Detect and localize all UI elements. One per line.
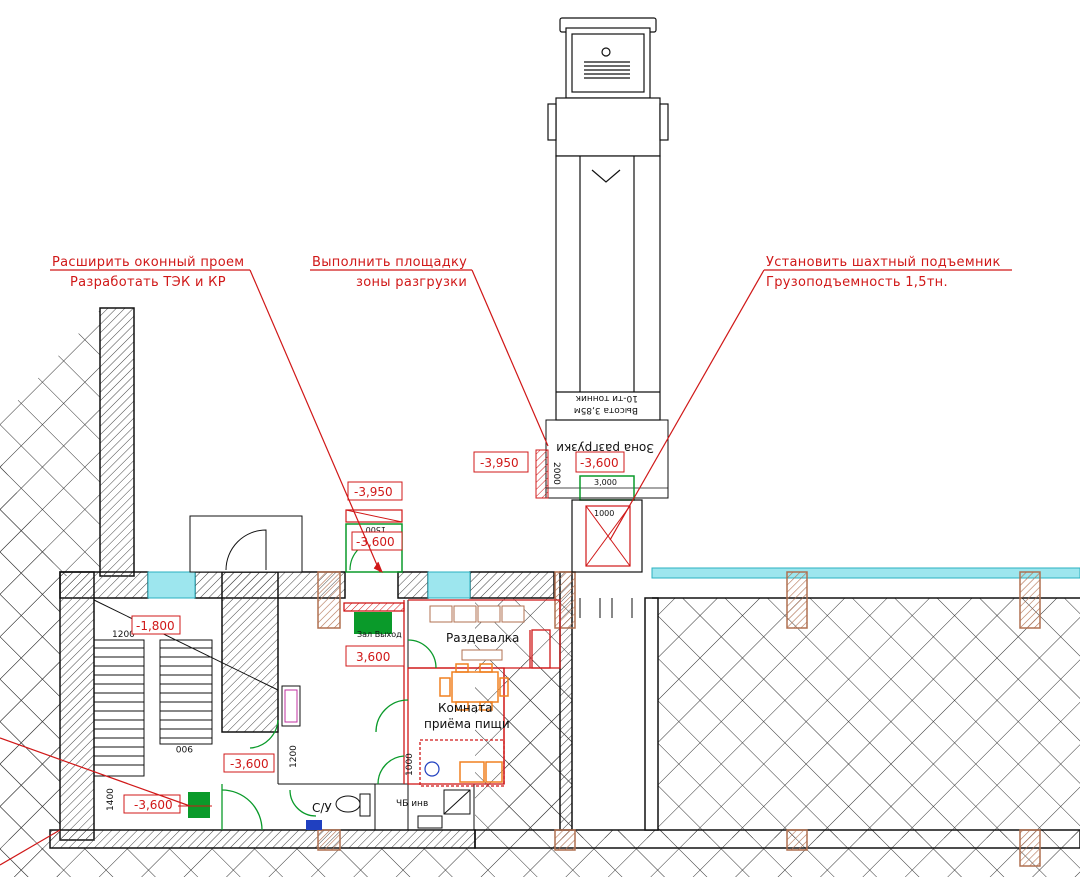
level-unload-zone: -3,600 [580,456,619,470]
stair-width-dim: 1200 [112,630,135,640]
columns [317,571,1041,867]
level-bottom-left-box [123,794,181,814]
level-corridor: 3,600 [356,650,390,664]
level-stair-box [131,615,181,635]
level-window-floor: -3,600 [356,535,395,549]
truck-label-1: 10-ти тонник [575,393,638,403]
sink-icon [424,761,440,777]
callout-leaders [0,269,1012,866]
unload-platform-edge [535,449,549,499]
vestibule [189,515,303,573]
level-unload-left-box [473,451,529,473]
corridor-dim: 1200 [289,745,299,768]
level-unload-left: -3,950 [480,456,519,470]
lift-size-dim: 1000 [594,509,614,518]
callout-window-line1: Расширить оконный проем [52,255,244,270]
room-cleaning: ЧБ инв [396,799,428,809]
lower-height-dim: 1400 [106,788,116,811]
chimney-wall [99,307,135,577]
staircase [93,599,279,777]
lift-shaft: 1000 [571,499,643,618]
new-partitions [343,599,561,787]
truck-label-2: Высота 3,85м [574,405,638,415]
exit-sign [354,612,392,634]
level-lower-left: -3,600 [230,757,269,771]
truck [547,17,669,421]
room-dining-2: приёма пищи [424,717,510,731]
level-unload-zone-box [575,451,625,473]
exterior-walls [49,571,1080,849]
window-width-dim: 1500 [366,525,386,534]
room-wc: С/У [312,801,332,815]
callout-lift-line1: Установить шахтный подъемник [766,255,1001,270]
room-dining-1: Комната [438,701,492,715]
callout-lift-line2: Грузоподъемность 1,5тн. [766,275,948,290]
unload-height-dim: 2000 [551,462,561,485]
vestibule-door[interactable] [225,529,267,571]
callout-platform-line1: Выполнить площадку [312,255,467,270]
level-window-top: -3,950 [354,485,393,499]
glazing [147,567,1080,599]
exit-sign-lower [188,792,210,818]
stair-bottom-dim: 900 [176,743,193,753]
cleaning-sink [443,789,471,815]
door-dim: 1000 [405,753,415,776]
doors[interactable] [221,639,437,831]
level-stair: -1,800 [136,619,175,633]
dining-table [439,663,509,783]
level-corridor-box [345,645,405,667]
callout-platform-line2: зоны разгрузки [356,275,467,290]
lockers [429,605,525,661]
level-lower-left-box [223,753,275,773]
toilet-icon [335,795,361,813]
wheelchair-icon [306,820,322,830]
unload-width-dim: 3,000 [594,478,617,487]
exit-sign-label: Зал Выход [357,630,402,639]
room-cloakroom: Раздевалка [446,631,519,645]
electrical-panel [281,685,301,727]
level-window-top-box [347,481,403,501]
level-bottom-left: -3,600 [134,798,173,812]
callout-window-line2: Разработать ТЭК и КР [70,275,226,290]
